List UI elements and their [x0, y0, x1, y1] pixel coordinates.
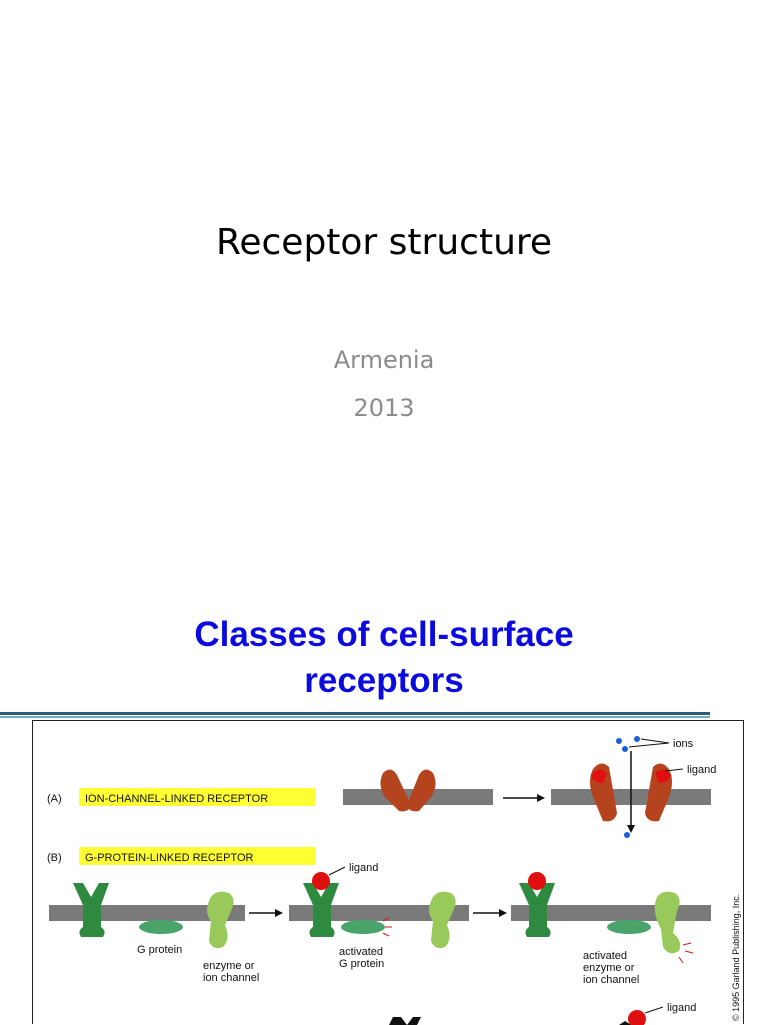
receptor-inactive: [73, 883, 109, 937]
ion-dot: [622, 746, 628, 752]
ion-channel-left-subunit: [380, 769, 411, 812]
g-protein-activated: [341, 920, 385, 934]
label-activated-g-line2: G protein: [339, 958, 384, 970]
copyright-notice: © 1995 Garland Publishing, Inc.: [731, 894, 741, 1021]
heading-line-2: receptors: [304, 661, 464, 700]
subtitle-year: 2013: [353, 394, 415, 422]
heading-rule-light: [0, 716, 710, 718]
panel-b-highlight: [79, 847, 315, 865]
g-protein-inactive: [139, 920, 183, 934]
arrow-a-head: [537, 794, 545, 802]
ions-pointer: [628, 742, 670, 748]
slide-title: Receptor structure: [215, 222, 553, 263]
ions-pointer: [640, 738, 670, 744]
label-ligand-a: ligand: [687, 764, 716, 776]
ligand-pointer-a: [664, 768, 684, 772]
panel-b-title: G-PROTEIN-LINKED RECEPTOR: [85, 852, 254, 864]
receptor-activated: [303, 883, 339, 937]
slide-heading: Classes of cell-surface receptors: [0, 612, 768, 704]
ion-channel-right-subunit: [407, 769, 436, 812]
enzyme-inactive: [207, 891, 234, 949]
label-activated-e-line3: ion channel: [583, 974, 639, 986]
label-ligand-b: ligand: [349, 862, 378, 874]
ligand-b-stage3: [528, 872, 546, 890]
label-activated-e-line2: enzyme or: [583, 962, 635, 974]
enzyme-activation-spark: [678, 942, 694, 964]
receptor-stage3: [519, 883, 555, 937]
label-ligand-c: ligand: [667, 1002, 696, 1014]
subtitle-location: Armenia: [333, 346, 435, 374]
ligand-bound-left: [591, 769, 607, 783]
g-protein-bound-enzyme: [607, 920, 651, 934]
heading-line-1: Classes of cell-surface: [194, 615, 574, 654]
content-slide: Classes of cell-surface receptors (A) IO…: [0, 576, 768, 1025]
slide-subtitle: Armenia 2013: [0, 336, 768, 432]
ligand-bound-right: [655, 769, 671, 783]
enzyme-stage2: [429, 891, 456, 949]
ligand-c: [628, 1010, 646, 1025]
receptor-figure: (A) ION-CHANNEL-LINKED RECEPTOR ions: [32, 720, 744, 1025]
panel-a-title: ION-CHANNEL-LINKED RECEPTOR: [85, 793, 268, 805]
ion-flow-arrow-head: [627, 825, 635, 833]
arrow-b2-head: [499, 909, 507, 917]
arrow-b1-head: [275, 909, 283, 917]
label-ions: ions: [673, 738, 694, 750]
activation-spark: [382, 917, 392, 937]
ion-dot: [616, 738, 622, 744]
ligand-b-stage2: [312, 872, 330, 890]
title-slide: Receptor structure Armenia 2013: [0, 222, 768, 432]
receptor-diagram: (A) ION-CHANNEL-LINKED RECEPTOR ions: [47, 736, 741, 1025]
panel-b-label: (B): [47, 852, 62, 864]
enzyme-activated: [654, 891, 681, 954]
label-g-protein: G protein: [137, 944, 182, 956]
label-activated-g-line1: activated: [339, 946, 383, 958]
ligand-pointer-b: [328, 866, 346, 876]
heading-rule-dark: [0, 712, 710, 715]
ligand-pointer-c: [644, 1006, 664, 1014]
label-enzyme-line1: enzyme or: [203, 960, 255, 972]
panel-a-highlight: [79, 788, 315, 806]
ion-dot: [634, 736, 640, 742]
panel-a-label: (A): [47, 793, 62, 805]
label-enzyme-line2: ion channel: [203, 972, 259, 984]
label-activated-e-line1: activated: [583, 950, 627, 962]
membrane-b-stage2: [289, 905, 469, 921]
receptor-c-partial: [389, 1017, 421, 1025]
ion-dot: [624, 832, 630, 838]
